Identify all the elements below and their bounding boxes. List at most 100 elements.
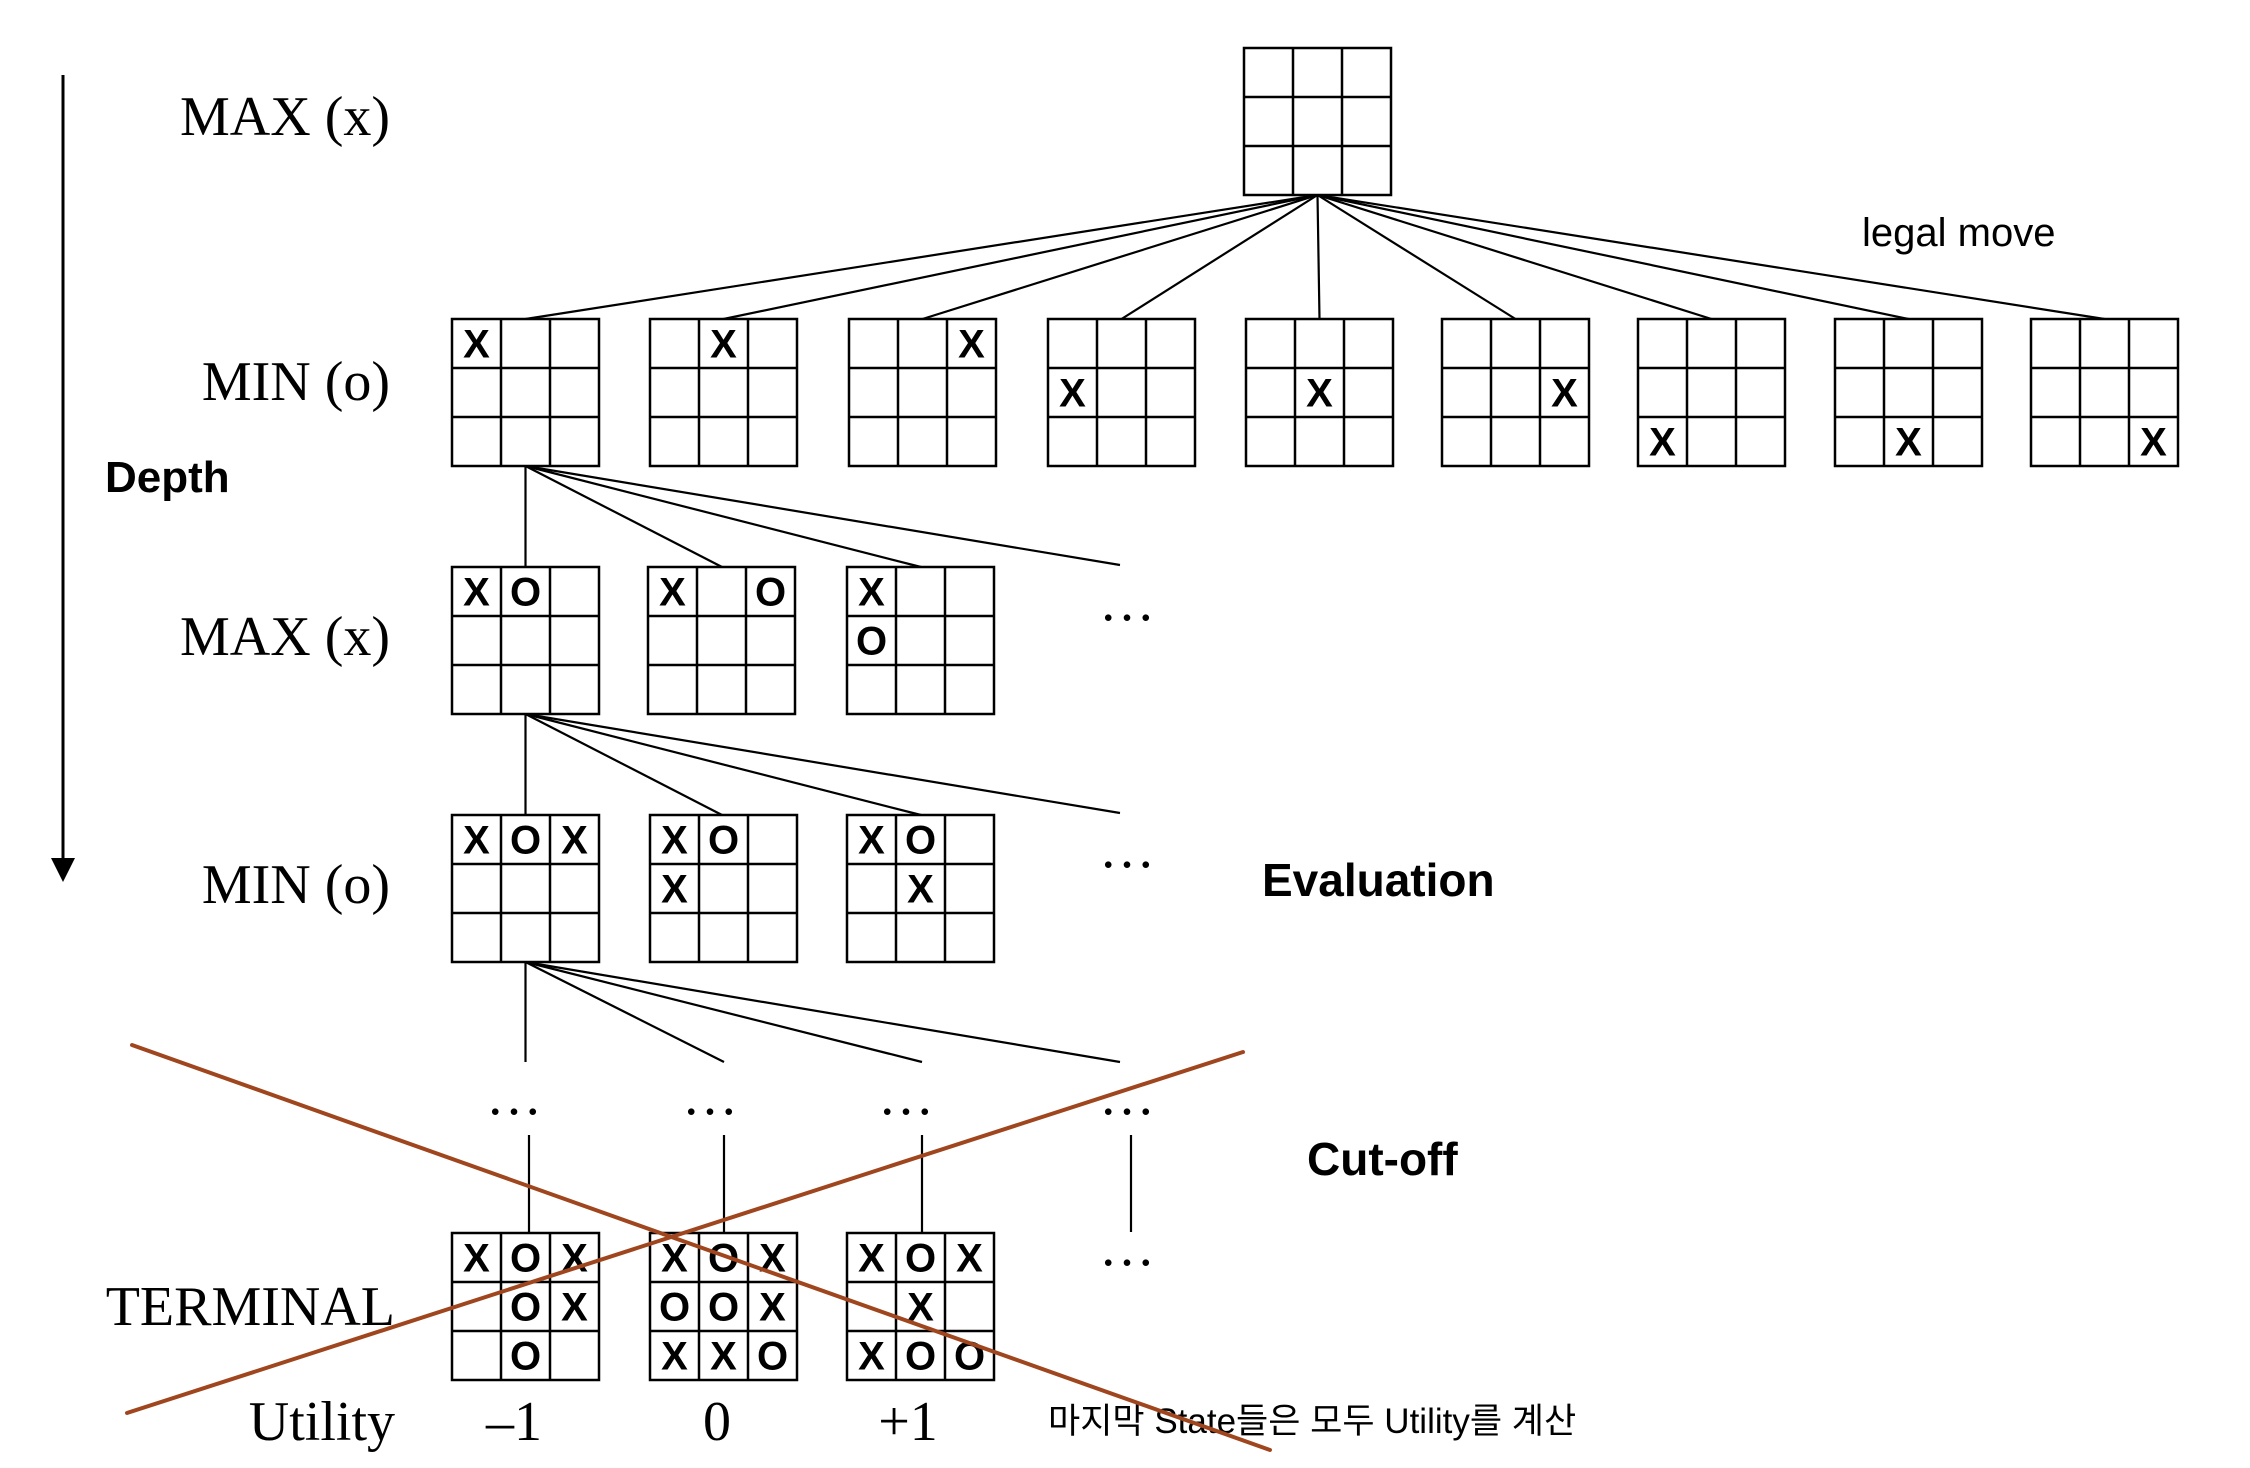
o-mark: O (905, 819, 936, 863)
tree-edge (525, 712, 1121, 815)
board-frame (2029, 317, 2180, 468)
level-label-min-1: MIN (o) (202, 351, 390, 413)
o-mark: O (708, 819, 739, 863)
utility-value-1: –1 (485, 1391, 542, 1453)
board-level1-8: X (1833, 317, 1984, 468)
x-mark: X (561, 1237, 588, 1281)
board-frame (450, 1231, 601, 1382)
board-frame (646, 565, 797, 716)
tree-edge (1316, 194, 1517, 320)
tree-edge (1120, 194, 1319, 320)
o-mark: O (905, 1237, 936, 1281)
board-frame (845, 813, 996, 964)
board-frame (450, 317, 601, 468)
x-mark: X (1551, 372, 1578, 416)
depth-arrow (51, 75, 75, 882)
level-label-max-1: MAX (x) (180, 86, 390, 148)
o-mark: O (757, 1335, 788, 1379)
tree-edge (525, 464, 922, 569)
tree-edge (1317, 193, 1712, 321)
x-mark: X (661, 819, 688, 863)
cross-line-2 (125, 1050, 1245, 1415)
tree-edge (524, 713, 723, 816)
board-frame (1242, 46, 1393, 197)
o-mark: O (708, 1286, 739, 1330)
x-mark: X (858, 819, 885, 863)
x-mark: X (956, 1237, 983, 1281)
level-label-terminal: TERMINAL (106, 1276, 395, 1338)
x-mark: X (463, 323, 490, 367)
o-mark: O (856, 620, 887, 664)
board-frame (1046, 317, 1197, 468)
x-mark: X (958, 323, 985, 367)
board-level1-9: X (2029, 317, 2180, 468)
tree-edge (525, 193, 1318, 321)
depth-label: Depth (105, 453, 230, 502)
board-frame (1244, 317, 1395, 468)
board-level1-3: X (847, 317, 998, 468)
tree-edge (922, 193, 1318, 321)
x-mark: X (463, 819, 490, 863)
korean-note: 마지막 State들은 모두 Utility를 계산 (1048, 1402, 1576, 1441)
board-frame (450, 813, 601, 964)
tree-edge (525, 712, 922, 817)
o-mark: O (905, 1335, 936, 1379)
board-frame (648, 317, 799, 468)
ellipsis-level3: … (1099, 818, 1155, 880)
x-mark: X (858, 1335, 885, 1379)
level-label-utility: Utility (249, 1391, 395, 1453)
ellipsis-level2: … (1099, 571, 1155, 633)
tree-edge (525, 960, 1121, 1064)
x-mark: X (759, 1286, 786, 1330)
utility-value-2: 0 (703, 1391, 731, 1453)
evaluation-label: Evaluation (1262, 854, 1495, 906)
board-level1-6: X (1440, 317, 1591, 468)
board-level1-4: X (1046, 317, 1197, 468)
x-mark: X (1895, 421, 1922, 465)
o-mark: O (510, 1286, 541, 1330)
tree-edge (723, 193, 1318, 321)
x-mark: X (2140, 421, 2167, 465)
x-mark: X (907, 868, 934, 912)
x-mark: X (858, 571, 885, 615)
board-frame (648, 813, 799, 964)
ellipsis-deep-2: … (682, 1065, 738, 1127)
tree-edge (525, 960, 923, 1064)
x-mark: X (659, 571, 686, 615)
level-label-min-2: MIN (o) (202, 854, 390, 916)
board-root (1242, 46, 1393, 197)
x-mark: X (1306, 372, 1333, 416)
x-mark: X (463, 571, 490, 615)
o-mark: O (510, 1335, 541, 1379)
cutoff-label: Cut-off (1307, 1133, 1458, 1185)
board-level1-2: X (648, 317, 799, 468)
x-mark: X (710, 1335, 737, 1379)
o-mark: O (659, 1286, 690, 1330)
board-frame (1636, 317, 1787, 468)
tree-edge (525, 464, 1121, 567)
board-level1-1: X (450, 317, 601, 468)
board-frame (845, 565, 996, 716)
legal-move-label: legal move (1862, 211, 2055, 255)
utility-value-3: +1 (878, 1391, 938, 1453)
x-mark: X (710, 323, 737, 367)
board-level1-5: X (1244, 317, 1395, 468)
o-mark: O (510, 819, 541, 863)
x-mark: X (1649, 421, 1676, 465)
level-label-max-2: MAX (x) (180, 606, 390, 668)
board-level2-3: XO (845, 565, 996, 716)
ellipsis-deep-3: … (878, 1065, 934, 1127)
board-frame (450, 565, 601, 716)
board-frame (1440, 317, 1591, 468)
x-mark: X (1059, 372, 1086, 416)
cutoff-cross-out (125, 1043, 1272, 1452)
x-mark: X (661, 1237, 688, 1281)
board-frame (1833, 317, 1984, 468)
